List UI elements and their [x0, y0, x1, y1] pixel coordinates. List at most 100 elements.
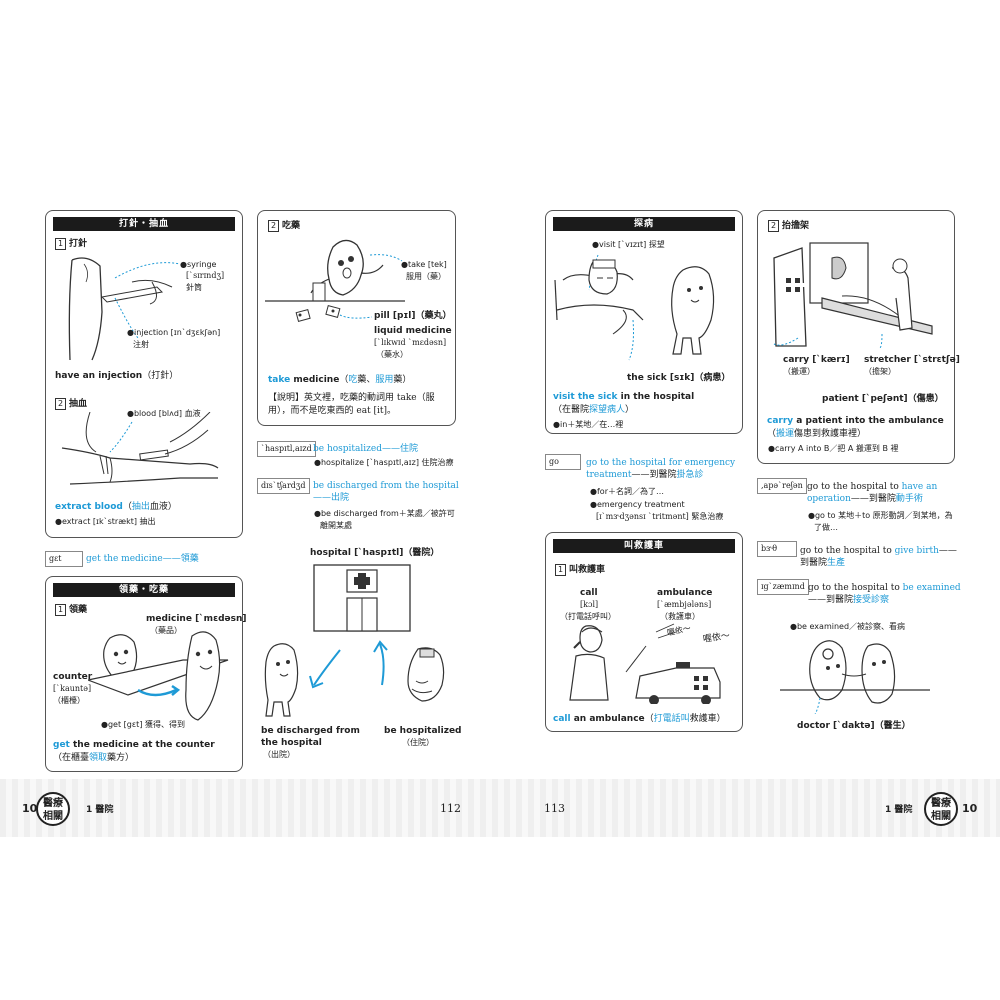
syringe-ipa: [ˋsɪrɪndʒ]: [186, 271, 225, 280]
arm-injection-illustration: [68, 257, 173, 361]
ipa-tag: gɛt: [45, 551, 83, 567]
examined-note: ●be examined／被診察、看病: [790, 622, 906, 631]
blood-draw-illustration: [61, 412, 219, 485]
carry-zh: （搬運）: [783, 367, 815, 376]
carry-label: carry [ˋkærɪ]: [783, 355, 850, 365]
ipa-tag: ɪgˋzæmɪnd: [757, 579, 809, 595]
operation-phrase: go to the hospital to have an: [807, 482, 938, 492]
stretcher-ambulance-illustration: [773, 242, 933, 348]
have-injection-phrase: have an injection（打針）: [55, 371, 179, 381]
section-header: 叫救護車: [553, 539, 735, 553]
for-note: ●for＋名詞／為了…: [590, 487, 664, 496]
patient-label: patient [ˋpeʃənt]（傷患）: [822, 394, 944, 404]
phone-call-illustration: [569, 623, 721, 704]
right-chapter-badge: 醫療相關: [924, 792, 958, 826]
hospitalized-caption-zh: （住院）: [402, 738, 434, 747]
counter-characters-illustration: [88, 631, 229, 721]
discharged-note-1: ●be discharged from＋某處／被許可: [314, 509, 455, 518]
emergency-phrase-2: treatment——到醫院掛急診: [586, 470, 704, 480]
emergency-phrase: go to the hospital for emergency: [586, 458, 736, 468]
liquid-label: liquid medicine: [374, 326, 452, 336]
hospitalized-caption: be hospitalized: [384, 726, 462, 736]
left-section-number: 10: [22, 802, 38, 815]
emergency-note: ●emergency treatment: [590, 500, 685, 509]
get-medicine-counter-phrase: get the medicine at the counter: [53, 740, 215, 750]
hospitalize-note: ●hospitalize [ˋhaspɪtl,aɪz] 住院治療: [314, 458, 454, 467]
syringe-zh: 針筒: [186, 283, 202, 292]
discharged-caption-zh: （出院）: [263, 750, 295, 759]
left-chapter-badge: 醫療相關: [36, 792, 70, 826]
take-zh: 服用（藥）: [406, 272, 446, 281]
liquid-ipa: [ˋlɪkwɪd ˋmɛdəsn]: [374, 338, 447, 347]
counter-label: counter: [53, 672, 93, 682]
pill-label: pill [pɪl]（藥丸）: [374, 311, 452, 321]
be-discharged-phrase-zh: ——出院: [313, 493, 350, 503]
syringe-pointer: [114, 262, 181, 339]
medicine-label: medicine [ˋmɛdəsn]: [146, 614, 247, 624]
go-to-note-1: ●go to 某地＋to 原形動詞／到某地，為: [808, 511, 953, 520]
in-note: ●in＋某地／在…裡: [553, 420, 624, 429]
sick-label: the sick [sɪk]（病患）: [627, 373, 731, 383]
counter-ipa: [ˋkauntə]: [53, 684, 92, 693]
right-page-number: 113: [544, 802, 565, 815]
take-medicine-note-2: 用），而不是吃東西的 eat [it]。: [268, 406, 397, 416]
call-ipa: [kɔl]: [580, 600, 599, 609]
call-label: call: [580, 588, 598, 598]
carry-patient-phrase: carry a patient into the ambulance: [767, 416, 944, 426]
discharged-caption: be discharged from: [261, 726, 360, 736]
call-zh: （打電話呼叫）: [560, 612, 616, 621]
ambulance-label: ambulance: [657, 588, 713, 598]
be-examined-zh: ——到醫院接受診察: [808, 595, 890, 605]
left-page-number: 112: [440, 802, 461, 815]
visit-sick-phrase: visit the sick in the hospital: [553, 392, 695, 402]
ipa-tag: dɪsˋtʃardʒd: [257, 478, 310, 494]
stretcher-zh: （擔架）: [864, 367, 896, 376]
take-label: ●take [tek]: [401, 260, 447, 269]
right-chapter-title: 1 醫院: [885, 805, 913, 815]
section-header: 打針・抽血: [53, 217, 235, 231]
sick-character-illustration: [407, 647, 445, 702]
take-medicine-note-1: 【說明】英文裡，吃藥的動詞用 take（服: [268, 393, 435, 403]
left-chapter-title: 1 醫院: [86, 805, 114, 815]
injection-label: ●injection [ɪnˋdʒɛkʃən]: [127, 328, 221, 337]
injection-zh: 注射: [133, 340, 149, 349]
section-header: 領藥・吃藥: [53, 583, 235, 597]
emergency-ipa-note: [ɪˋmɝdʒənsɪ ˋtritmənt] 緊急治療: [596, 512, 724, 521]
liquid-zh: （藥水）: [376, 350, 408, 359]
page-footer: [0, 779, 1000, 837]
blood-label: ●blood [blʌd] 血液: [127, 409, 201, 418]
walking-character-illustration: [264, 643, 299, 717]
get-note: ●get [gɛt] 獲得、得到: [101, 720, 185, 729]
get-medicine-phrase: get the medicine——領藥: [86, 554, 199, 564]
give-birth-phrase: go to the hospital to give birth——: [800, 546, 957, 556]
discharged-caption-2: the hospital: [261, 738, 322, 748]
take-medicine-phrase: take medicine（吃藥、服用藥）: [268, 375, 412, 385]
be-discharged-phrase: be discharged from the hospital: [313, 481, 459, 491]
go-to-note-2: 了做…: [814, 523, 838, 532]
discharged-note-2: 離開某處: [320, 521, 352, 530]
ipa-tag: bɝθ: [757, 541, 797, 557]
patient-in-bed-illustration: [554, 254, 715, 361]
section-header: 探病: [553, 217, 735, 231]
ambulance-ipa: [ˋæmbjələns]: [657, 600, 712, 609]
pill-pointer: [339, 254, 403, 319]
carry-patient-zh: （搬運傷患到救護車裡）: [767, 429, 867, 439]
give-birth-zh: 到醫院生產: [800, 558, 846, 568]
doctor-examining-illustration: [780, 640, 930, 714]
hospital-building-illustration: [309, 564, 411, 689]
medicine-zh: （藥品）: [150, 626, 182, 635]
carry-note: ●carry A into B／把 A 搬運到 B 裡: [768, 444, 899, 453]
syringe-label: ●syringe: [180, 260, 217, 269]
right-section-number: 10: [962, 802, 978, 815]
visit-label: ●visit [ˋvɪzɪt] 探望: [592, 240, 665, 249]
ipa-tag: ˋhaspɪtl,aɪzd: [257, 441, 316, 457]
doctor-label: doctor [ˋdaktə]（醫生）: [797, 721, 911, 731]
ambulance-zh: （救護車）: [660, 612, 700, 621]
counter-zh: （櫃檯）: [53, 696, 85, 705]
